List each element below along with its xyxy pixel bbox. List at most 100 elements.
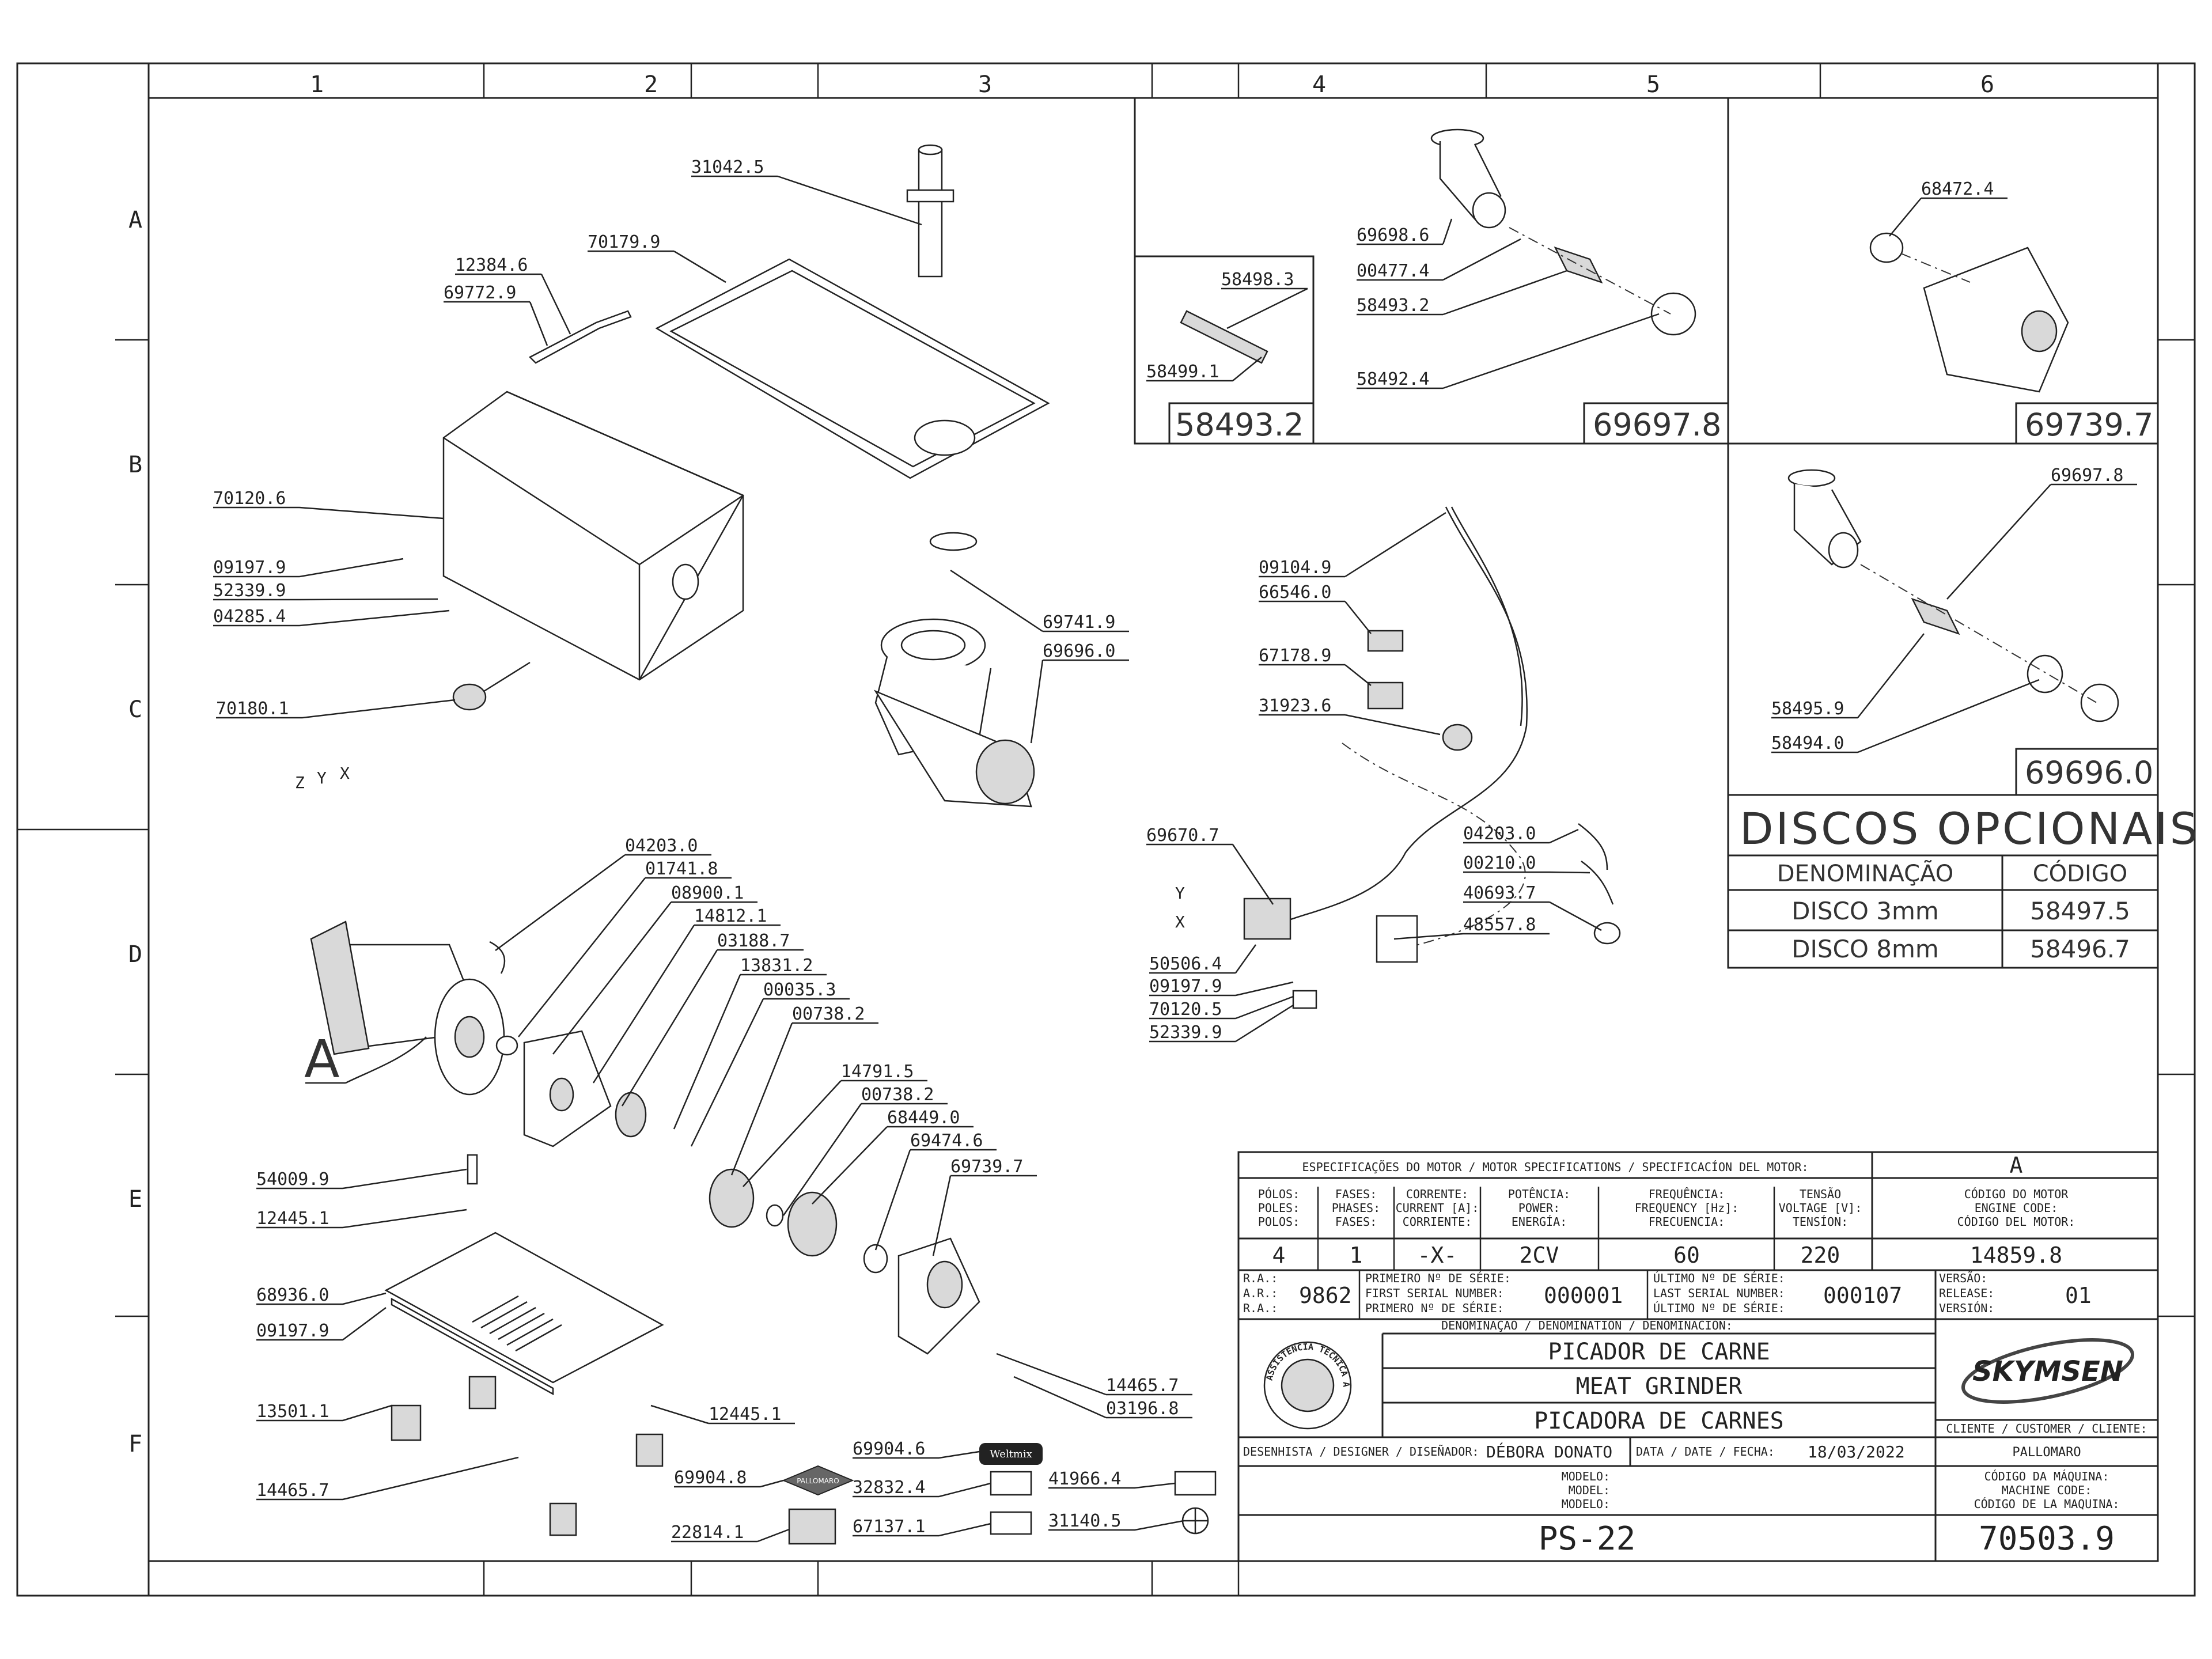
discos-title: DISCOS OPCIONAIS: [1740, 803, 2200, 854]
row-label-e: E: [128, 1186, 142, 1213]
spec-h-poles-2: POLES:: [1258, 1201, 1300, 1215]
callout-leader: [495, 854, 626, 952]
callout-leader: [730, 1022, 793, 1176]
part-callout-01741-8: 01741.8: [645, 859, 718, 879]
machine-code-label-2: MACHINE CODE:: [2002, 1483, 2092, 1497]
ra-label-1: R.A.:: [1243, 1271, 1278, 1285]
callout-leader: [1549, 871, 1590, 874]
callout-leader: [1235, 1004, 1294, 1043]
part-callout-03196-8: 03196.8: [1106, 1399, 1179, 1419]
part-callout-13831-2: 13831.2: [740, 956, 813, 976]
last-serial-label-2: LAST SERIAL NUMBER:: [1653, 1286, 1785, 1300]
part-callout-09197-9: 09197.9: [213, 558, 286, 578]
spec-h-current-2: CURRENT [A]:: [1396, 1201, 1479, 1215]
callout-leader: [1549, 828, 1579, 844]
box-code-69739: 69739.7: [2025, 407, 2153, 443]
spec-h-voltage-3: TENSÍON:: [1793, 1215, 1848, 1229]
callout-leader: [1857, 679, 2040, 753]
spec-h-power-3: ENERGÍA:: [1512, 1215, 1567, 1229]
spec-h-power-2: POWER:: [1518, 1201, 1560, 1215]
part-callout-69772-9: 69772.9: [444, 283, 516, 303]
part-callout-66546-0: 66546.0: [1259, 582, 1331, 603]
part-callout-40693-7: 40693.7: [1463, 883, 1536, 903]
motor-lead-labels: Z Y X Y X: [295, 764, 1185, 931]
motor-code-h-2: ENGINE CODE:: [1975, 1201, 2058, 1215]
callout-leader: [812, 1126, 888, 1205]
part-callout-14791-5: 14791.5: [841, 1062, 914, 1082]
ra-label-2: A.R.:: [1243, 1286, 1278, 1300]
callout-leader: [1226, 287, 1308, 329]
svg-text:ASSISTÊNCIA TÉCNICA AUTORIZADA: ASSISTÊNCIA TÉCNICA AUTORIZADA: [0, 0, 1351, 1387]
part-callout-69698-6: 69698.6: [1357, 225, 1429, 245]
part-callout-67178-9: 67178.9: [1259, 646, 1331, 666]
name-es: PICADORA DE CARNES: [1534, 1408, 1783, 1434]
client: PALLOMARO: [2012, 1445, 2081, 1460]
version-letter: A: [2010, 1153, 2023, 1178]
discos-header-code: CÓDIGO: [2033, 859, 2128, 887]
callout-layer: 31042.570179.912384.669772.970120.609197…: [213, 157, 2137, 1543]
callout-leader: [1232, 357, 1262, 381]
callout-leader: [299, 598, 438, 601]
row-label-f: F: [128, 1431, 142, 1457]
spec-phases: 1: [1350, 1243, 1363, 1268]
part-callout-69741-9: 69741.9: [1043, 612, 1115, 632]
part-callout-00210-0: 00210.0: [1463, 853, 1536, 873]
spec-h-current-1: CORRENTE:: [1406, 1187, 1468, 1201]
callout-leader: [996, 1353, 1107, 1396]
first-serial: 000001: [1544, 1283, 1623, 1308]
designer: DÉBORA DONATO: [1486, 1442, 1612, 1461]
wire-label-z: Z: [295, 773, 305, 792]
part-callout-69474-6: 69474.6: [910, 1131, 983, 1151]
callout-leader: [552, 902, 672, 1055]
part-callout-00738-2: 00738.2: [861, 1085, 934, 1105]
callout-leader: [1946, 484, 2051, 600]
callout-leader: [673, 250, 726, 283]
box-code-58493: 58493.2: [1175, 407, 1304, 443]
part-callout-04285-4: 04285.4: [213, 607, 286, 627]
callout-leader: [302, 699, 456, 719]
part-callout-58493-2: 58493.2: [1357, 296, 1429, 316]
part-callout-70120-5: 70120.5: [1149, 999, 1222, 1020]
row-label-d: D: [128, 941, 142, 968]
callout-leader: [540, 274, 571, 335]
row-label-c: C: [128, 696, 142, 723]
callout-leader: [950, 569, 1043, 632]
disco-8mm-name: DISCO 8mm: [1791, 935, 1939, 963]
wire-label-y2: Y: [1175, 884, 1185, 903]
callout-leader: [1344, 664, 1372, 686]
part-callout-14812-1: 14812.1: [694, 906, 767, 926]
motor-code-h-3: CÓDIGO DEL MOTOR:: [1957, 1215, 2075, 1229]
disco-3mm-name: DISCO 3mm: [1791, 897, 1939, 925]
brand: SKYMSEN: [1972, 1355, 2123, 1388]
row-label-b: B: [128, 452, 142, 478]
spec-h-voltage-1: TENSÃO: [1800, 1187, 1841, 1201]
callout-leader: [1344, 512, 1446, 578]
callout-leader: [342, 1404, 392, 1422]
callout-leader: [342, 1292, 387, 1305]
callout-leader: [650, 1404, 709, 1425]
box-code-69697: 69697.8: [1593, 407, 1721, 443]
motor-code: 14859.8: [1970, 1243, 2062, 1268]
box-code-69696: 69696.0: [2025, 755, 2153, 791]
name-pt: PICADOR DE CARNE: [1548, 1339, 1770, 1365]
callout-leader: [621, 949, 718, 1107]
part-callout-68936-0: 68936.0: [256, 1285, 329, 1305]
part-callout-00035-3: 00035.3: [763, 980, 836, 1000]
disco-3mm-code: 58497.5: [2030, 897, 2130, 925]
callout-leader: [342, 1209, 467, 1229]
version-label-1: VERSÃO:: [1939, 1271, 1987, 1285]
callout-leader: [1393, 933, 1464, 940]
part-callout-31140-5: 31140.5: [1048, 1511, 1121, 1531]
ra-label-3: R.A.:: [1243, 1301, 1278, 1315]
spec-power: 2CV: [1520, 1243, 1559, 1268]
callout-leader: [529, 301, 548, 346]
callout-leader: [874, 1149, 911, 1251]
ra-value: 9862: [1299, 1283, 1352, 1308]
denomination-label: DENOMINAÇÃO / DENOMINATION / DENOMINACIÓ…: [1441, 1319, 1733, 1332]
wire-label-x: X: [340, 764, 350, 783]
part-callout-03188-7: 03188.7: [717, 931, 790, 951]
spec-h-power-1: POTÊNCIA:: [1508, 1187, 1570, 1201]
discos-table: DISCOS OPCIONAIS DENOMINAÇÃO CÓDIGO DISC…: [1727, 794, 2200, 969]
part-callout-70180-1: 70180.1: [216, 699, 289, 719]
callout-leader: [1234, 944, 1257, 974]
